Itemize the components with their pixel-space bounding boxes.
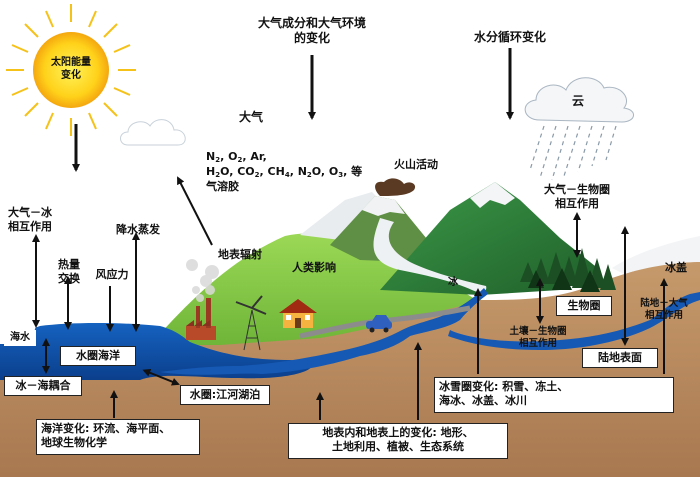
river-arrow <box>142 369 180 386</box>
atm-ice-label: 大气－冰相互作用 <box>8 206 52 233</box>
green-mountain <box>380 182 600 295</box>
small-cloud <box>120 119 186 146</box>
atmosphere-label: 大气 <box>215 108 287 128</box>
sea-ice-label: 海水 <box>4 330 36 346</box>
gases-line-1: N2, O2, Ar, <box>206 150 267 164</box>
hydro-ocean-label: 水圈海洋 <box>60 346 136 366</box>
glacier <box>373 218 487 293</box>
ocean-change-label: 海洋变化: 环流、海平面、地球生物化学 <box>36 419 200 455</box>
land-surface-label: 陆地表面 <box>582 348 658 368</box>
gases-label: N2, O2, Ar, H2O, CO2, CH4, N2O, O3, 等 气溶… <box>206 150 362 193</box>
human-label: 人类影响 <box>292 261 336 274</box>
heat-exchange-label: 热量交换 <box>58 258 80 285</box>
precip-label: 降水蒸发 <box>116 223 160 236</box>
volcano-smoke <box>375 178 416 196</box>
atmosphere-change-label: 大气成分和大气环境的变化 <box>257 16 366 45</box>
ice-ocean-label: 冰－海耦合 <box>4 376 82 396</box>
windmill <box>235 295 267 351</box>
radiation-label: 地表辐射 <box>218 248 262 261</box>
rain-cloud <box>524 77 634 123</box>
volcano-label: 火山活动 <box>394 158 438 171</box>
sun-label: 太阳能量变化 <box>51 57 91 81</box>
land-change-label: 地表内和地表上的变化: 地形、土地利用、植被、生态系统 <box>288 423 508 459</box>
radiation-arrow <box>177 176 213 246</box>
cryosphere-label: 冰雪圈变化: 积雪、冻土、海冰、冰盖、冰川 <box>434 377 674 413</box>
ice-cap-shape <box>612 236 700 274</box>
river <box>160 288 488 375</box>
ice-label: 冰 <box>448 277 458 288</box>
rain <box>529 125 617 181</box>
house <box>279 299 317 328</box>
cloud-label: 云 <box>571 94 584 108</box>
factory-smoke <box>186 259 219 302</box>
sun-disc <box>33 32 109 108</box>
water-cycle-label: 水分循环变化 <box>473 30 546 44</box>
car <box>366 315 392 333</box>
atm-bio-label: 大气－生物圈相互作用 <box>544 183 610 210</box>
sun-rays <box>6 4 136 136</box>
gases-line-2: H2O, CO2, CH4, N2O, O3, 等 <box>206 164 363 179</box>
gases-line-3: 气溶胶 <box>206 179 239 193</box>
road <box>299 305 471 339</box>
biosphere-label: 生物圈 <box>556 296 612 316</box>
hydro-river-label: 水圈:江河湖泊 <box>180 385 270 405</box>
soil-bio-label: 土壤－生物圈相互作用 <box>509 326 567 349</box>
arrows <box>72 48 514 172</box>
factory <box>186 298 216 340</box>
wind-stress-label: 风应力 <box>95 268 129 281</box>
ice-cap-label: 冰盖 <box>665 261 687 274</box>
land-atm-label: 陆地－大气相互作用 <box>640 298 688 321</box>
